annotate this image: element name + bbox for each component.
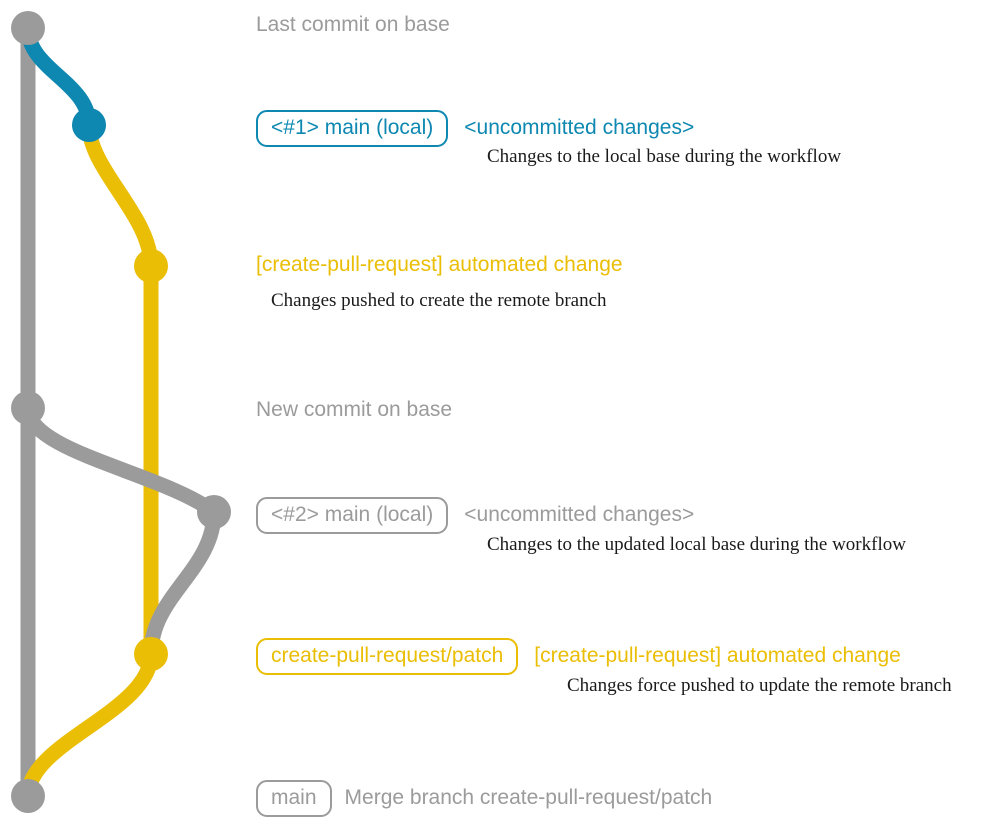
- local-branch-2-to-patch-line: [143, 504, 222, 662]
- entry-headline-automated-change-update: [create-pull-request] automated change: [534, 644, 901, 667]
- entry-subtext-local-commit-1: Changes to the local base during the wor…: [487, 146, 842, 167]
- entry-headline-automated-change-create: [create-pull-request] automated change: [256, 253, 623, 276]
- commit-node-last-commit-on-base: [11, 11, 45, 45]
- entry-headline-last-commit-on-base: Last commit on base: [256, 13, 450, 36]
- entry-new-commit-on-base: New commit on base: [256, 399, 452, 420]
- entry-local-commit-1: <#1> main (local) <uncommitted changes>: [256, 110, 694, 147]
- entry-subtext-automated-change-create: Changes pushed to create the remote bran…: [271, 290, 607, 311]
- commit-node-local-commit-1: [72, 108, 106, 142]
- entry-headline-merge-commit: Merge branch create-pull-request/patch: [344, 786, 713, 809]
- entry-local-commit-2: <#2> main (local) <uncommitted changes>: [256, 497, 694, 534]
- entry-subtext-local-commit-2: Changes to the updated local base during…: [487, 534, 906, 555]
- branch-badge-local-commit-2[interactable]: <#2> main (local): [256, 497, 449, 534]
- commit-node-automated-change-update: [134, 637, 168, 671]
- entry-headline-local-commit-2: <uncommitted changes>: [464, 503, 695, 526]
- commit-node-new-commit-on-base: [11, 391, 45, 425]
- entry-headline-local-commit-1: <uncommitted changes>: [464, 116, 695, 139]
- entry-last-commit-on-base: Last commit on base: [256, 14, 450, 35]
- local-branch-2-line: [20, 400, 222, 520]
- branch-badge-local-commit-1[interactable]: <#1> main (local): [256, 110, 449, 147]
- entry-merge-commit: main Merge branch create-pull-request/pa…: [256, 780, 712, 817]
- commit-node-merge-commit: [11, 779, 45, 813]
- entry-subtext-automated-change-update: Changes force pushed to update the remot…: [567, 675, 952, 696]
- commit-node-local-commit-2: [197, 495, 231, 529]
- patch-branch-line-upper: [81, 117, 159, 662]
- entry-automated-change-update: create-pull-request/patch [create-pull-r…: [256, 638, 901, 675]
- entry-headline-new-commit-on-base: New commit on base: [256, 398, 453, 421]
- commit-node-automated-change-create: [134, 249, 168, 283]
- branch-badge-main[interactable]: main: [256, 780, 332, 817]
- entry-automated-change-create: [create-pull-request] automated change: [256, 254, 623, 275]
- patch-branch-merge-line: [20, 646, 159, 804]
- local-branch-1-line: [20, 20, 97, 133]
- branch-badge-create-pull-request-patch[interactable]: create-pull-request/patch: [256, 638, 519, 675]
